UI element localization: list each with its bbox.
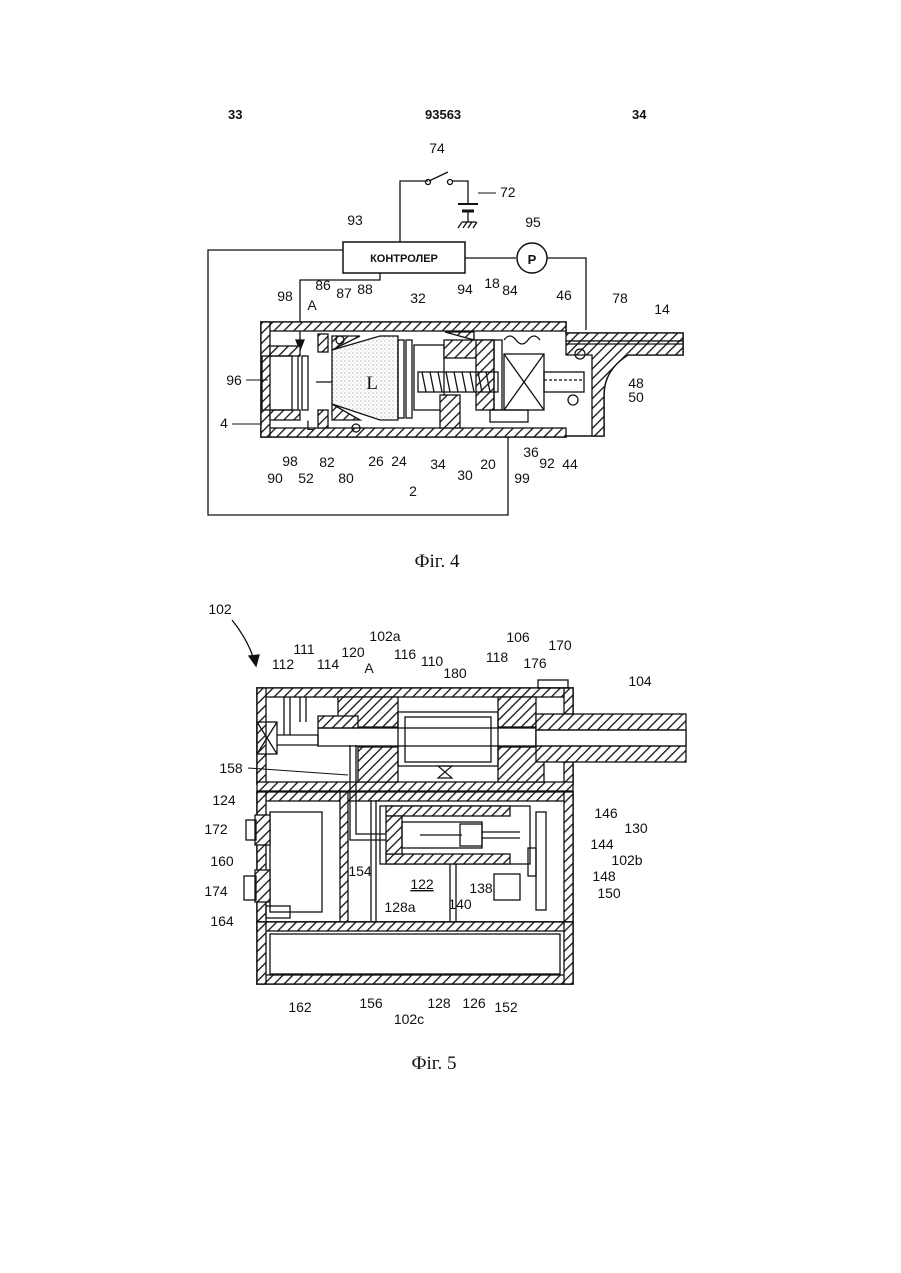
fig5-ref-130: 130 [624, 820, 648, 836]
fig5-ref-148: 148 [592, 868, 616, 884]
fig5-ref-158: 158 [219, 760, 243, 776]
fig5-ref-162: 162 [288, 999, 312, 1015]
fig5-ref-110: 110 [421, 653, 444, 669]
fig5-ref-126: 126 [462, 995, 486, 1011]
fig5-ref-180: 180 [443, 665, 467, 681]
fig4-ref-32: 32 [410, 290, 426, 306]
fig5-ref-176: 176 [523, 655, 547, 671]
fig5-ref-124: 124 [212, 792, 236, 808]
fig5-ref-102: 102 [208, 601, 232, 617]
fig5-ref-154: 154 [348, 863, 372, 879]
fig4-ref-98-bottom: 98 [282, 453, 298, 469]
fig5-ref-122: 122 [410, 876, 434, 892]
fig5-ref-138: 138 [469, 880, 493, 896]
fig4-ref-74: 74 [429, 140, 445, 156]
fig4-ref-46: 46 [556, 287, 572, 303]
fig5-ref-106: 106 [506, 629, 530, 645]
fig5-ref-102a: 102a [369, 628, 400, 644]
controller-label: КОНТРОЛЕР [370, 253, 438, 265]
fig4-ref-78: 78 [612, 290, 628, 306]
fig5-ref-112: 112 [272, 656, 295, 672]
fig5-ref-120: 120 [341, 644, 365, 660]
fig4-ref-14: 14 [654, 301, 670, 317]
fig4-ref-L-lower: L [306, 417, 314, 433]
fig5-ref-114: 114 [317, 656, 340, 672]
fig4-ref-72: 72 [500, 184, 516, 200]
fig4-ref-44: 44 [562, 456, 578, 472]
fig4-ref-20: 20 [480, 456, 496, 472]
fig4-ref-96: 96 [226, 372, 242, 388]
fig5-ref-102b: 102b [611, 852, 642, 868]
fig4-ref-4: 4 [220, 415, 228, 431]
fig5-ref-A: A [364, 660, 374, 676]
fig4-ref-93: 93 [347, 212, 363, 228]
fig4-ref-98-top: 98 [277, 288, 293, 304]
fig4-caption: Фіг. 4 [415, 551, 460, 572]
fig4-ref-26: 26 [368, 453, 384, 469]
fig5-ref-118: 118 [486, 649, 509, 665]
fig5-ref-144: 144 [590, 836, 614, 852]
fig5-ref-160: 160 [210, 853, 234, 869]
fig5-ref-102c: 102c [394, 1011, 424, 1027]
fig5-ref-128a: 128a [384, 899, 415, 915]
fig5-caption: Фіг. 5 [412, 1053, 457, 1074]
fig5-ref-140: 140 [448, 896, 472, 912]
fig4-ref-2: 2 [409, 483, 417, 499]
fig4-ref-36: 36 [523, 444, 539, 460]
fig4-ref-87: 87 [336, 285, 352, 301]
fig5-ref-172: 172 [204, 821, 228, 837]
fig5-ref-128: 128 [427, 995, 451, 1011]
fig5-ref-156: 156 [359, 995, 383, 1011]
fig4-ref-24: 24 [391, 453, 407, 469]
fig5-ref-111: 111 [293, 641, 314, 657]
fig5-ref-104: 104 [628, 673, 652, 689]
fig4-ref-82: 82 [319, 454, 335, 470]
fig5-ref-116: 116 [394, 646, 417, 662]
fig4-ref-50: 50 [628, 389, 644, 405]
fig4-ref-90: 90 [267, 470, 283, 486]
fig4-ref-84: 84 [502, 282, 518, 298]
fig4-ref-92: 92 [539, 455, 555, 471]
fig4-ref-52: 52 [298, 470, 314, 486]
fig4-ref-18: 18 [484, 275, 500, 291]
fig4-ref-99: 99 [514, 470, 530, 486]
fig4-ref-30: 30 [457, 467, 473, 483]
fig4-ref-L-chamber: L [366, 373, 378, 394]
fig5-ref-146: 146 [594, 805, 618, 821]
fig4-ref-88: 88 [357, 281, 373, 297]
fig5-ref-164: 164 [210, 913, 234, 929]
figure-5-text: 102 111 102a 106 170 112 114 120 A 116 1… [204, 601, 652, 1074]
fig4-ref-80: 80 [338, 470, 354, 486]
fig4-ref-94: 94 [457, 281, 473, 297]
fig5-ref-174: 174 [204, 883, 228, 899]
fig5-ref-170: 170 [548, 637, 572, 653]
fig4-ref-95: 95 [525, 214, 541, 230]
fig5-ref-150: 150 [597, 885, 621, 901]
pump-label: P [528, 252, 537, 267]
fig5-ref-152: 152 [494, 999, 518, 1015]
fig4-ref-A: A [307, 297, 317, 313]
fig4-ref-34: 34 [430, 456, 446, 472]
fig4-ref-86: 86 [315, 277, 331, 293]
